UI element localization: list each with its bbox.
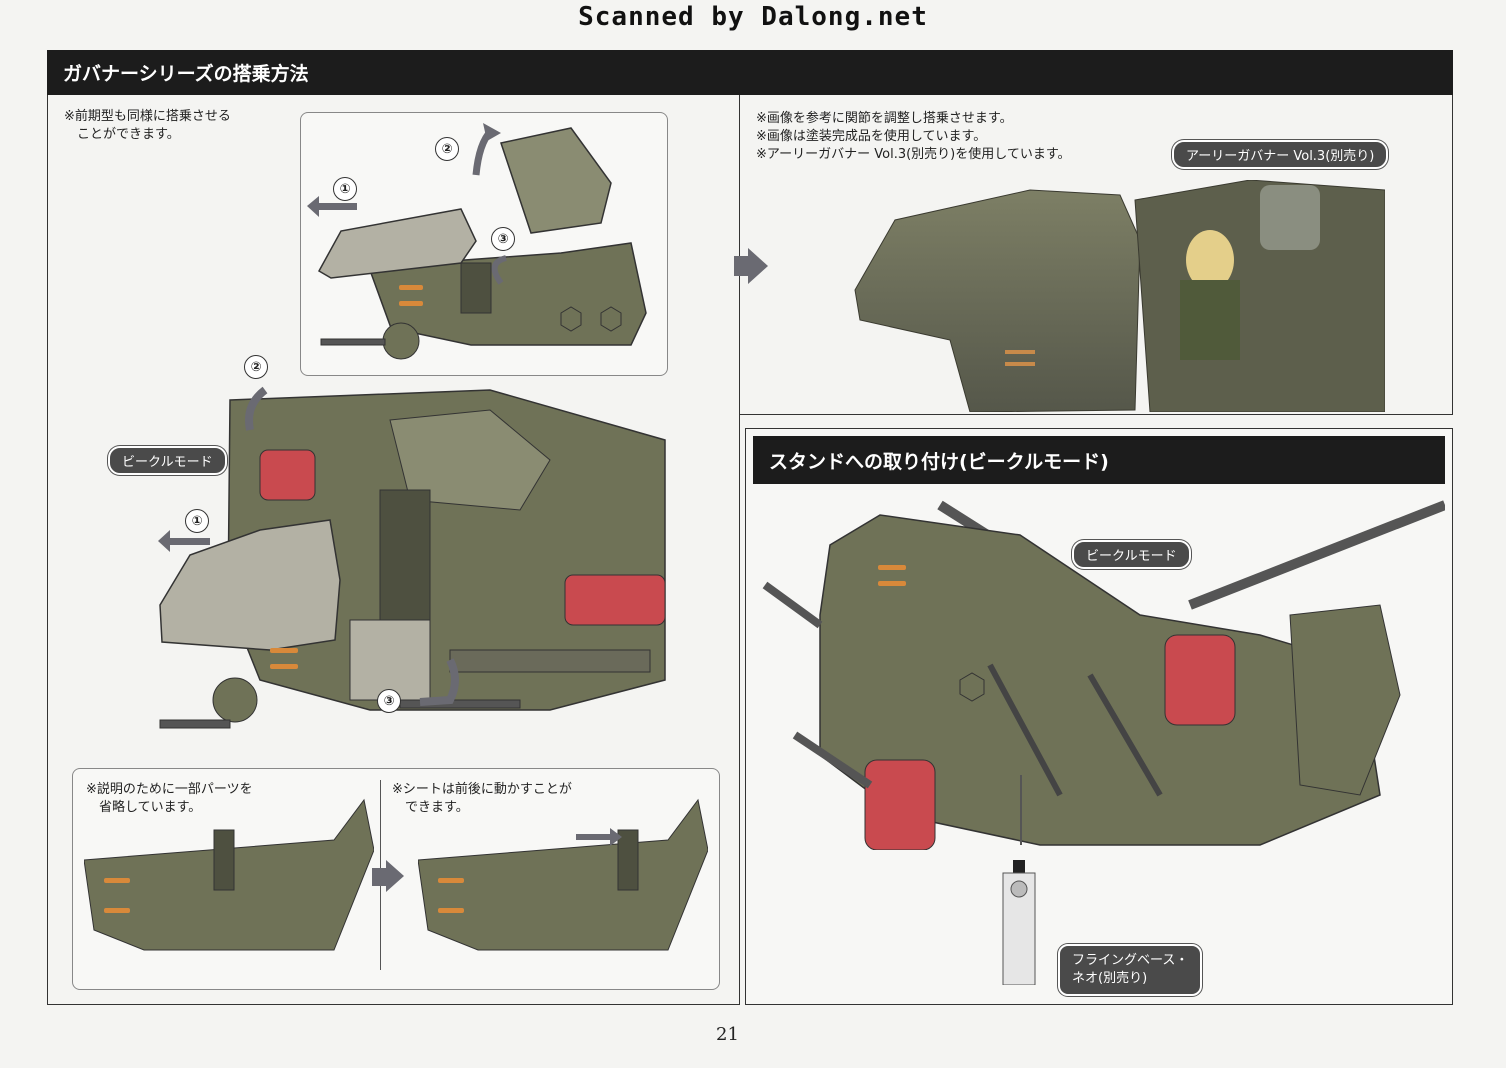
seat-drawing-before: [84, 790, 374, 960]
step-2-marker-main: ②: [244, 355, 268, 379]
note-parts-omitted: ※説明のために一部パーツを 省略しています。: [86, 782, 253, 815]
next-arrow-icon: [748, 248, 768, 284]
section-stand-title: スタンドへの取り付け(ビークルモード): [769, 450, 1109, 473]
step-1-marker: ①: [333, 177, 357, 201]
vehicle-illustration-right: [760, 495, 1445, 850]
page-number: 21: [716, 1024, 739, 1045]
section-photo-border: [740, 95, 1453, 415]
flying-base-stand: [995, 855, 1045, 985]
watermark-text: Scanned by Dalong.net: [578, 2, 928, 32]
inset-cockpit-drawing: [307, 123, 647, 360]
step-3-marker: ③: [491, 227, 515, 251]
note-seat-movable: ※シートは前後に動かすことが できます。: [392, 782, 572, 815]
vehicle-illustration-left: [150, 380, 670, 750]
stand-arrow-icon: [1020, 775, 1022, 845]
label-vehicle-mode-right: ビークルモード: [1072, 540, 1191, 569]
photo-cockpit: [850, 180, 1385, 412]
inset-detail-box: ① ② ③: [300, 112, 668, 376]
section-boarding-header: ガバナーシリーズの搭乗方法: [47, 50, 1453, 95]
note-early-type: ※前期型も同様に搭乗させる ことができます。: [64, 109, 231, 142]
section-boarding-title: ガバナーシリーズの搭乗方法: [63, 63, 309, 85]
notes-photo: ※画像を参考に関節を調整し搭乗させます。 ※画像は塗装完成品を使用しています。 …: [756, 111, 1071, 162]
seat-arrow-stem: [372, 868, 386, 886]
seat-drawing-after: [418, 790, 708, 960]
step-3-marker-main: ③: [377, 689, 401, 713]
next-arrow-stem: [734, 256, 748, 276]
step-1-marker-main: ①: [185, 509, 209, 533]
label-flying-base-neo: フライングベース・ ネオ(別売り): [1058, 944, 1203, 996]
section-stand-header: スタンドへの取り付け(ビークルモード): [753, 436, 1445, 484]
label-vehicle-mode-left: ビークルモード: [108, 446, 227, 475]
section-boarding-border: [47, 95, 740, 1005]
seat-arrow-icon: [386, 860, 404, 892]
label-early-governor: アーリーガバナー Vol.3(別売り): [1172, 140, 1389, 169]
step-2-marker: ②: [435, 137, 459, 161]
